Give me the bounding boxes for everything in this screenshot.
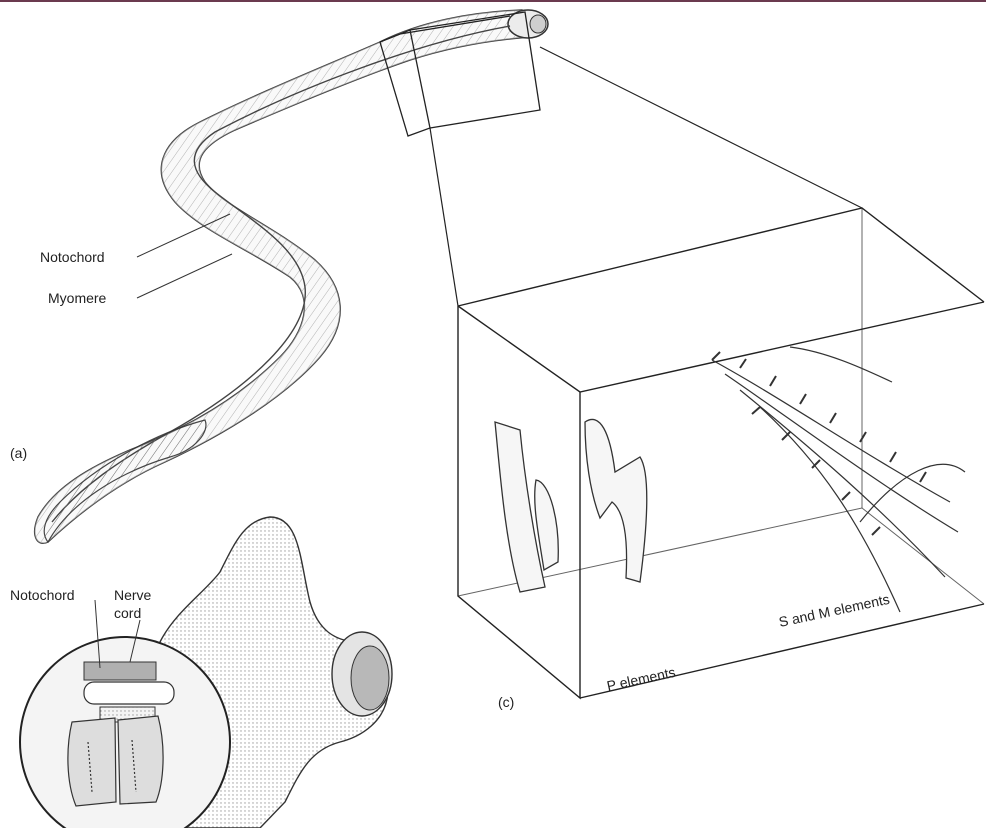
nerve-cord-label-line2: cord <box>114 605 141 621</box>
animal-body <box>35 10 548 543</box>
p-elements <box>495 419 647 592</box>
element-box <box>458 208 984 698</box>
s-and-m-elements <box>712 347 965 612</box>
p-elements-label: P elements <box>605 664 677 694</box>
nerve-cord-label-line1: Nerve <box>114 587 152 603</box>
notochord-label: Notochord <box>40 249 105 265</box>
myomere-leader-line <box>137 254 232 298</box>
notochord-leader-line <box>137 214 230 257</box>
s-and-m-elements-label: S and M elements <box>777 591 891 630</box>
notochord-inset-label: Notochord <box>10 587 75 603</box>
inset-elements <box>68 716 163 806</box>
inset-circle <box>20 637 230 828</box>
nerve-cord-shape <box>84 662 156 680</box>
projection-lines <box>430 47 862 306</box>
myomere-label: Myomere <box>48 290 107 306</box>
panel-c-label: (c) <box>498 694 514 710</box>
panel-a-label: (a) <box>10 445 27 461</box>
notochord-shape <box>84 682 174 704</box>
